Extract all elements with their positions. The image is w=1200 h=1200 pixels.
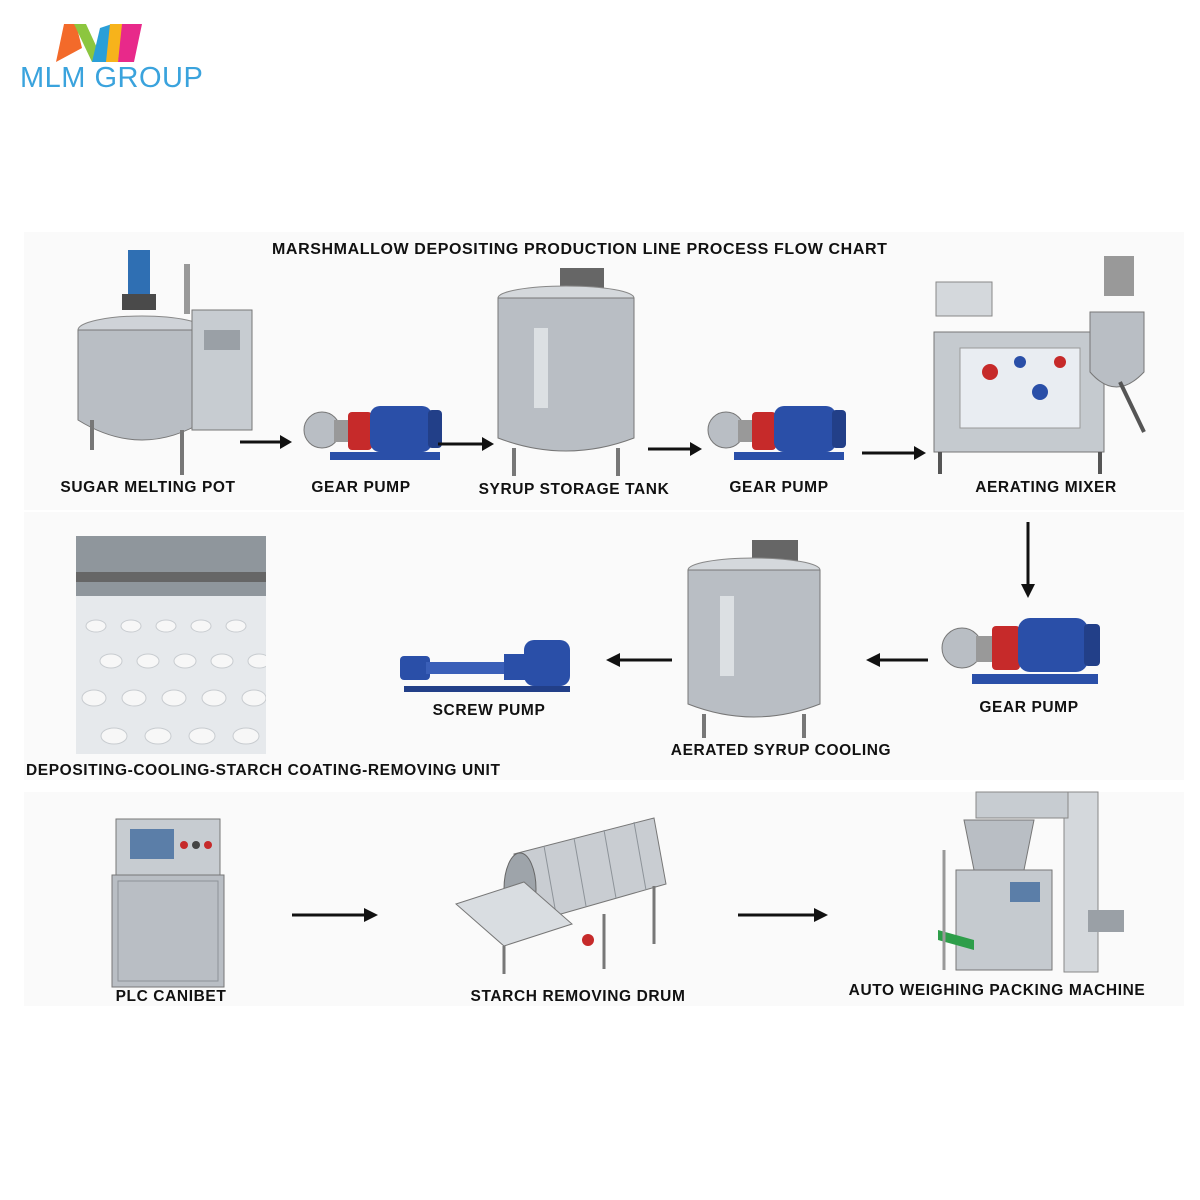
flow-arrow [292,908,378,922]
brand-name: MLM GROUP [20,62,204,94]
screw-pump-icon [396,632,576,698]
label-depositing-unit: DEPOSITING-COOLING-STARCH COATING-REMOVI… [26,762,501,779]
label-starch-removing-drum: STARCH REMOVING DRUM [470,988,686,1005]
brand-logo [52,18,146,64]
label-aerated-syrup-cooling: AERATED SYRUP COOLING [670,742,892,759]
label-screw-pump: SCREW PUMP [432,702,546,719]
label-packing-machine: AUTO WEIGHING PACKING MACHINE [848,982,1146,999]
flow-arrow [648,442,702,456]
melting-pot-icon [72,250,262,480]
label-gear-pump-2: GEAR PUMP [729,479,829,496]
label-gear-pump-3: GEAR PUMP [979,699,1079,716]
label-syrup-storage-tank: SYRUP STORAGE TANK [478,481,670,498]
gear-pump-icon [704,396,854,466]
storage-tank-icon [494,268,644,478]
cooling-tank-icon [682,540,832,740]
label-plc-cabinet: PLC CANIBET [115,988,227,1005]
flow-arrow [606,653,672,667]
gear-pump-icon [938,608,1108,690]
flow-arrow [738,908,828,922]
plc-cabinet-icon [108,815,228,990]
flow-arrow [1021,522,1035,598]
flow-arrow [862,446,926,460]
label-sugar-melting-pot: SUGAR MELTING POT [60,479,236,496]
depositing-unit-icon [76,536,266,754]
aerating-mixer-icon [920,252,1160,477]
label-aerating-mixer: AERATING MIXER [975,479,1117,496]
page-title: MARSHMALLOW DEPOSITING PRODUCTION LINE P… [272,241,888,258]
starch-drum-icon [454,814,674,979]
flow-arrow [438,437,494,451]
label-gear-pump-1: GEAR PUMP [311,479,411,496]
flow-arrow [866,653,928,667]
packing-machine-icon [914,790,1130,980]
flow-arrow [240,435,292,449]
gear-pump-icon [300,396,450,466]
